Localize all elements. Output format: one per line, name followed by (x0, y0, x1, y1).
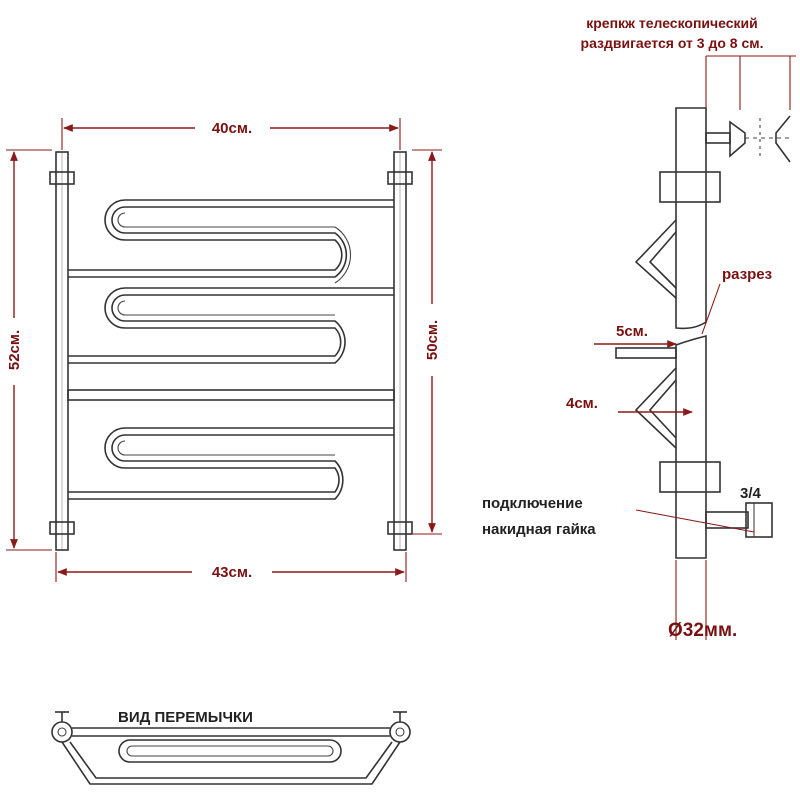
offset-bracket-label: 4см. (566, 395, 598, 412)
section-label: разрез (722, 266, 772, 283)
height-centers-label: 50см. (424, 320, 441, 360)
front-nuts (49, 171, 413, 535)
right-riser-pipe (393, 151, 407, 551)
width-top-label: 40см. (212, 120, 252, 137)
bridge-right-fitting (389, 711, 411, 743)
side-coil-profile-lower (634, 367, 677, 449)
bridge-straight-bar (72, 727, 390, 737)
dimension-pipe-diameter: Ø32мм. (668, 560, 737, 641)
wall-mount-fixture (705, 115, 791, 163)
bridge-left-fitting (51, 711, 73, 743)
connection-fitting (705, 502, 773, 538)
dimension-height-centers: 50см. (412, 149, 442, 535)
offset-top-label: 5см. (616, 323, 648, 340)
bridge-view: ВИД ПЕРЕМЫЧКИ (51, 709, 411, 785)
side-riser-lower (675, 334, 707, 559)
side-riser-upper (675, 107, 707, 330)
telescopic-range-bracket (705, 55, 796, 110)
left-riser-pipe (55, 151, 69, 551)
connection-label-line1: подключение (482, 495, 583, 512)
mount-note-line1: крепкж телескопический (586, 15, 758, 31)
mount-note-line2: раздвигается от 3 до 8 см. (581, 35, 764, 51)
bridge-serpentine-loop (118, 739, 342, 763)
straight-cross-bar (67, 389, 395, 401)
dimension-width-top: 40см. (61, 118, 401, 150)
upper-serpentine-coil (68, 199, 394, 284)
dimension-offset-bracket: 4см. (566, 395, 693, 416)
bridge-trapezoid-frame (61, 741, 401, 785)
height-total-label: 52см. (6, 330, 23, 370)
side-nuts (659, 171, 721, 493)
side-view: крепкж телескопический раздвигается от 3… (482, 15, 796, 641)
width-bottom-label: 43см. (212, 564, 252, 581)
bridge-view-title: ВИД ПЕРЕМЫЧКИ (118, 709, 253, 726)
front-view: 40см. 43см. 52см. 50см. (6, 118, 442, 582)
side-coil-profile-upper (634, 219, 677, 299)
side-bar-stub (615, 347, 677, 359)
lower-serpentine-coil (68, 427, 394, 500)
connection-label-line2: накидная гайка (482, 521, 596, 538)
dimension-offset-top: 5см. (594, 323, 677, 348)
dimension-width-bottom: 43см. (55, 552, 407, 582)
middle-serpentine-coil (68, 287, 394, 364)
pipe-diameter-label: Ø32мм. (668, 620, 737, 641)
dimension-height-total: 52см. (6, 149, 52, 551)
thread-size-label: 3/4 (740, 485, 762, 502)
